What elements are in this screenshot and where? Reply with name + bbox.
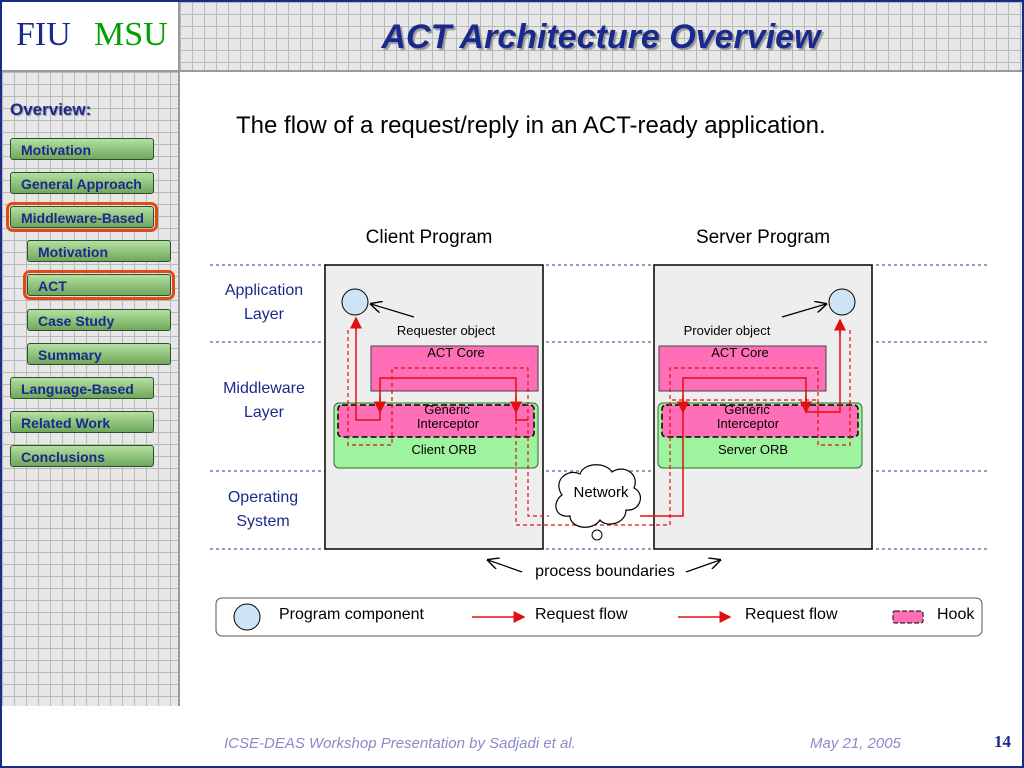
client-program-title: Client Program xyxy=(366,227,493,248)
logo: FIU MSU xyxy=(2,2,180,72)
legend-component-label: Program component xyxy=(279,606,425,623)
client-act-core-box xyxy=(370,345,539,392)
layer-label-operating-2: System xyxy=(236,513,289,530)
layer-label-middleware: Middleware xyxy=(223,380,305,397)
requester-label: Requester object xyxy=(397,323,496,338)
sidebar-item-summary[interactable]: Summary xyxy=(27,343,171,365)
layer-label-middleware-2: Layer xyxy=(244,404,285,421)
requester-component xyxy=(341,288,369,316)
server-act-core-box xyxy=(658,345,827,392)
footer-date: May 21, 2005 xyxy=(810,735,901,752)
page-title: ACT Architecture Overview xyxy=(381,18,821,56)
server-generic-label: Generic xyxy=(724,402,770,417)
provider-component xyxy=(828,288,856,316)
legend-request-label-2: Request flow xyxy=(745,606,838,623)
sidebar-item-sub-motivation[interactable]: Motivation xyxy=(27,240,171,262)
provider-pointer xyxy=(781,304,826,318)
network-label: Network xyxy=(573,484,629,501)
title-bar xyxy=(180,2,1022,72)
requester-pointer xyxy=(371,304,415,318)
network-cloud xyxy=(555,464,642,528)
legend-box xyxy=(215,597,983,637)
logo-msu: MSU xyxy=(94,16,168,53)
layer-label-application-2: Layer xyxy=(244,306,285,323)
boundary-arrow-left xyxy=(488,560,523,573)
sidebar-item-middleware-based[interactable]: Middleware-Based xyxy=(6,202,158,232)
sidebar-item-case-study[interactable]: Case Study xyxy=(27,309,171,331)
server-act-core-label: ACT Core xyxy=(711,345,769,360)
footer-presentation: ICSE-DEAS Workshop Presentation by Sadja… xyxy=(224,735,576,752)
sidebar-item-related-work[interactable]: Related Work xyxy=(10,411,154,433)
sidebar-item-general-approach[interactable]: General Approach xyxy=(10,172,154,194)
flow-arrowheads xyxy=(350,316,846,414)
sidebar-item-language-based[interactable]: Language-Based xyxy=(10,377,154,399)
server-reply-flow xyxy=(669,330,851,446)
architecture-diagram: Client Program Server Program Applicatio… xyxy=(210,227,988,637)
process-boundaries-label: process boundaries xyxy=(535,563,675,580)
client-interceptor-hook xyxy=(337,404,535,438)
sidebar-item-motivation[interactable]: Motivation xyxy=(10,138,154,160)
sidebar-heading: Overview: xyxy=(10,100,92,119)
legend-component-icon xyxy=(233,603,261,631)
sidebar-item-act[interactable]: ACT xyxy=(23,270,175,300)
layer-label-application: Application xyxy=(225,282,303,299)
logo-fiu: FIU xyxy=(16,16,71,53)
server-program-title: Server Program xyxy=(696,227,830,248)
sidebar-item-conclusions[interactable]: Conclusions xyxy=(10,445,154,467)
client-generic-label: Generic xyxy=(424,402,470,417)
page-number: 14 xyxy=(994,732,1011,751)
network-node xyxy=(591,529,603,541)
server-orb-label: Server ORB xyxy=(718,442,788,457)
client-act-core-label: ACT Core xyxy=(427,345,485,360)
legend-hook-label: Hook xyxy=(937,606,975,623)
server-request-flow xyxy=(640,320,841,517)
legend-hook-icon xyxy=(892,610,924,624)
client-orb-label: Client ORB xyxy=(411,442,476,457)
slide-subtitle: The flow of a request/reply in an ACT-re… xyxy=(236,112,826,139)
client-interceptor-label: Interceptor xyxy=(417,416,480,431)
provider-label: Provider object xyxy=(684,323,771,338)
server-interceptor-label: Interceptor xyxy=(717,416,780,431)
layer-label-operating: Operating xyxy=(228,489,298,506)
legend-request-label-1: Request flow xyxy=(535,606,628,623)
boundary-arrow-right xyxy=(685,560,720,573)
